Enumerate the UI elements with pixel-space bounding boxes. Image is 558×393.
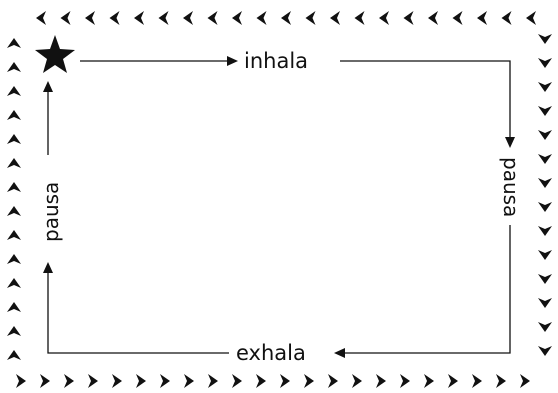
border-chevron-left: [7, 86, 21, 96]
border-chevron-bottom: [88, 374, 98, 388]
border-chevron-bottom: [160, 374, 170, 388]
border-chevron-right: [538, 82, 552, 92]
left-up-arrowhead: [43, 81, 53, 92]
bottom-line-right: [345, 225, 510, 353]
border-chevron-left: [7, 302, 21, 312]
border-chevron-bottom: [256, 374, 266, 388]
bottom-line-left: [48, 272, 229, 353]
border-chevron-top: [281, 11, 291, 25]
border-chevron-right: [538, 226, 552, 236]
label-pausa-right: pausa: [499, 157, 523, 217]
border-chevron-right: [538, 178, 552, 188]
border-chevron-bottom: [280, 374, 290, 388]
border-chevron-bottom: [112, 374, 122, 388]
border-chevron-bottom: [136, 374, 146, 388]
border-chevron-bottom: [16, 374, 26, 388]
border-chevron-top: [36, 11, 46, 25]
border-chevron-top: [428, 11, 438, 25]
border-chevron-top: [183, 11, 193, 25]
border-chevron-right: [538, 106, 552, 116]
border-chevron-top: [453, 11, 463, 25]
label-pausa-left: pausa: [39, 182, 63, 242]
border-chevron-right: [538, 130, 552, 140]
border-chevron-top: [134, 11, 144, 25]
border-chevron-right: [538, 58, 552, 68]
border-chevron-bottom: [448, 374, 458, 388]
border-chevron-top: [330, 11, 340, 25]
border-chevron-top: [232, 11, 242, 25]
border-chevron-top: [110, 11, 120, 25]
left-arrowhead: [43, 262, 53, 273]
bottom-arrowhead: [334, 348, 345, 358]
label-inhala: inhala: [244, 49, 308, 73]
border-chevron-left: [7, 158, 21, 168]
border-chevron-right: [538, 322, 552, 332]
border-chevron-top: [61, 11, 71, 25]
border-chevron-left: [7, 278, 21, 288]
border-chevron-bottom: [304, 374, 314, 388]
border-chevron-left: [7, 350, 21, 360]
border-chevron-bottom: [376, 374, 386, 388]
border-chevron-bottom: [184, 374, 194, 388]
border-chevron-top: [257, 11, 267, 25]
right-arrowhead: [505, 137, 515, 148]
border-chevron-bottom: [352, 374, 362, 388]
border-chevron-bottom: [64, 374, 74, 388]
border-chevron-top: [85, 11, 95, 25]
border-chevron-right: [538, 250, 552, 260]
border-chevron-top: [159, 11, 169, 25]
border-chevron-right: [538, 154, 552, 164]
border-chevron-bottom: [328, 374, 338, 388]
border-chevron-left: [7, 326, 21, 336]
border-chevron-left: [7, 38, 21, 48]
border-chevron-bottom: [400, 374, 410, 388]
border-chevron-top: [306, 11, 316, 25]
border-chevron-left: [7, 206, 21, 216]
border-chevron-top: [477, 11, 487, 25]
border-chevron-top: [379, 11, 389, 25]
label-exhala: exhala: [236, 341, 306, 365]
border-chevron-top: [355, 11, 365, 25]
border-chevron-bottom: [496, 374, 506, 388]
border-chevron-right: [538, 298, 552, 308]
border-chevron-right: [538, 34, 552, 44]
border-chevron-top: [526, 11, 536, 25]
border-chevron-top: [404, 11, 414, 25]
border-chevron-top: [208, 11, 218, 25]
border-chevron-bottom: [424, 374, 434, 388]
border-chevron-bottom: [472, 374, 482, 388]
border-chevron-bottom: [520, 374, 530, 388]
border-chevron-bottom: [40, 374, 50, 388]
star-icon: [35, 35, 75, 73]
border-chevron-left: [7, 182, 21, 192]
border-chevron-left: [7, 254, 21, 264]
border-chevron-right: [538, 274, 552, 284]
border-chevron-top: [502, 11, 512, 25]
top-arrowhead: [227, 56, 238, 66]
border-chevron-left: [7, 110, 21, 120]
border-chevron-left: [7, 134, 21, 144]
border-chevron-left: [7, 62, 21, 72]
border-chevron-bottom: [232, 374, 242, 388]
border-chevron-bottom: [208, 374, 218, 388]
top-line-right: [340, 61, 510, 137]
border-chevron-right: [538, 202, 552, 212]
border-chevron-left: [7, 230, 21, 240]
border-chevron-right: [538, 346, 552, 356]
